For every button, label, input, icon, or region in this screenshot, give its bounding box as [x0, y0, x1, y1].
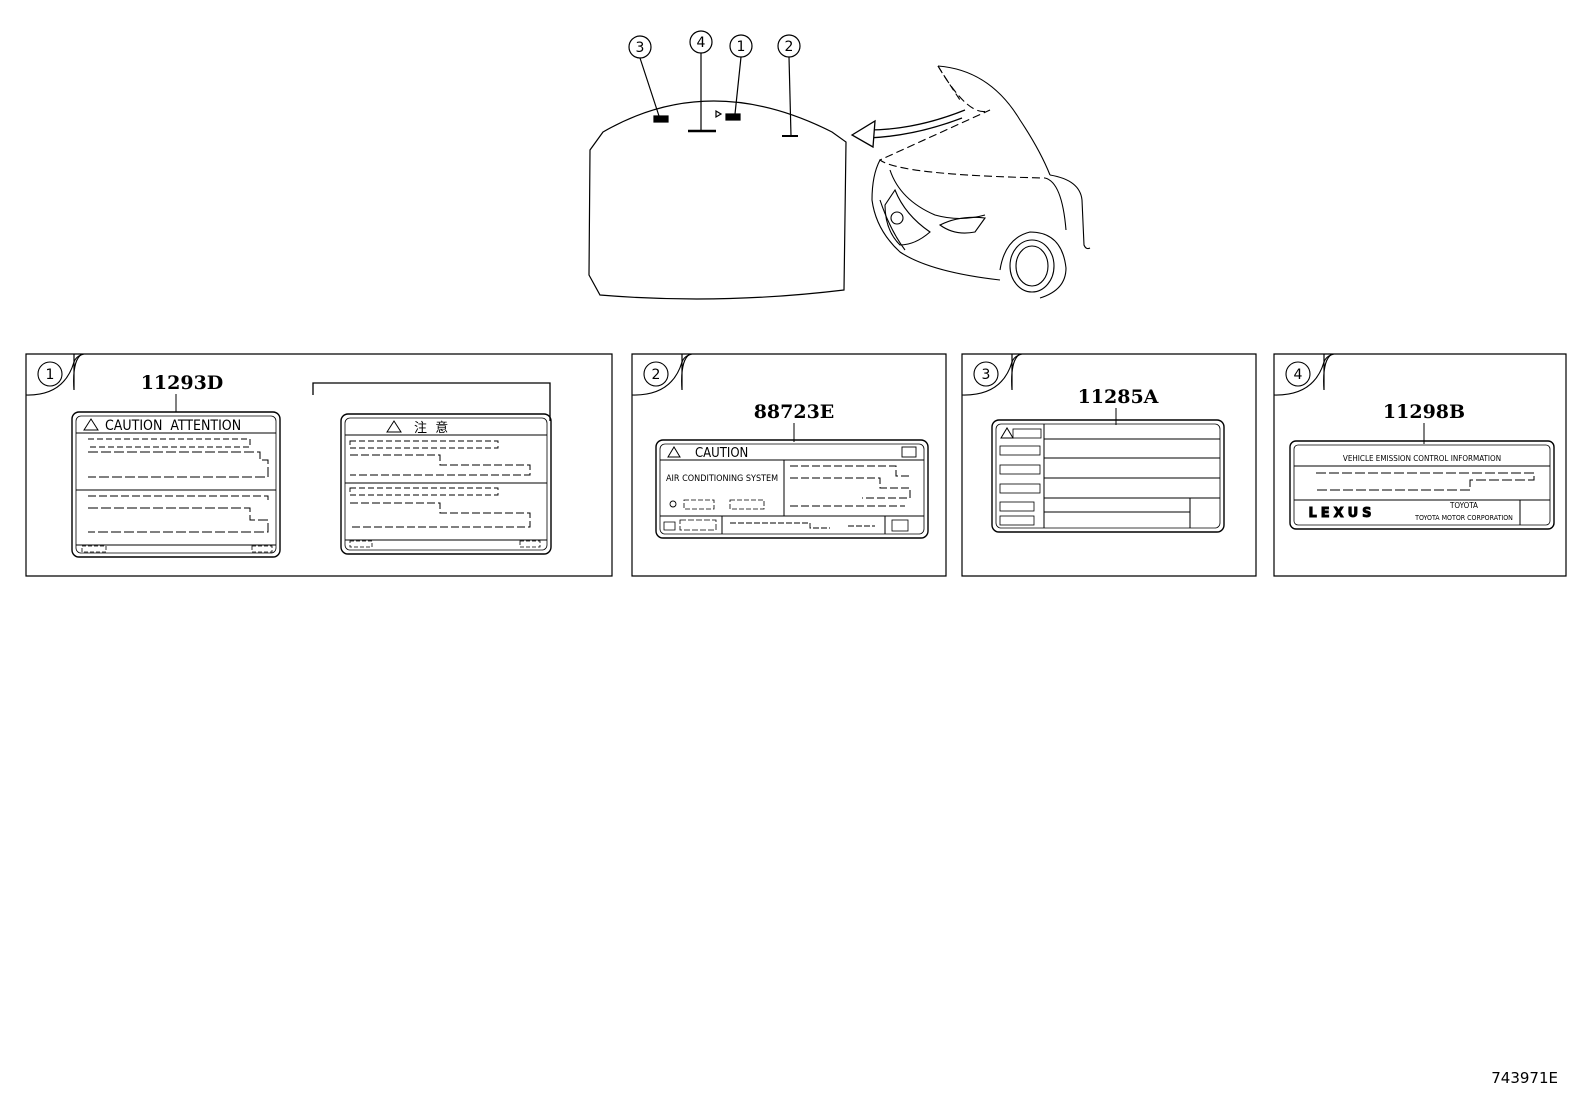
lexus-logo-text: LEXUS	[1308, 506, 1375, 521]
caution-label-jp-title: 注 意	[414, 420, 448, 436]
caution-label-en	[71, 411, 281, 558]
panel-1: 1 11293D CAUTION ATTENTION	[25, 353, 613, 577]
panel-4: 4 11298B VEHICLE EMISSION CONTROL INFORM…	[1273, 353, 1567, 577]
hood-illustration	[588, 53, 847, 300]
ac-caution-subtitle: AIR CONDITIONING SYSTEM	[666, 474, 778, 484]
svg-text:2: 2	[785, 39, 794, 55]
emission-label-title: VEHICLE EMISSION CONTROL INFORMATION	[1343, 454, 1501, 463]
callout-4: 4	[689, 30, 713, 54]
direction-arrow	[850, 109, 966, 149]
maker-line2: TOYOTA MOTOR CORPORATION	[1414, 514, 1513, 522]
tire-label	[991, 419, 1225, 533]
emission-label	[1289, 440, 1555, 530]
svg-text:4: 4	[697, 35, 706, 51]
svg-text:3: 3	[636, 40, 645, 56]
diagram-id: 743971E	[1491, 1069, 1558, 1087]
part-number: 11293D	[141, 372, 224, 394]
svg-text:1: 1	[737, 39, 746, 55]
part-number: 88723E	[754, 401, 835, 423]
callout-3: 3	[628, 35, 652, 59]
callout-2: 2	[777, 34, 801, 58]
callout-1: 1	[729, 34, 753, 58]
maker-line1: TOYOTA	[1449, 501, 1478, 510]
ac-caution-label	[655, 439, 929, 539]
hood-outline	[588, 100, 847, 300]
part-number: 11298B	[1383, 401, 1465, 423]
hood-mark-1-arrow	[715, 109, 723, 119]
car-illustration	[871, 65, 1091, 299]
part-number: 11285A	[1078, 386, 1159, 408]
ac-caution-title: CAUTION	[695, 446, 748, 461]
hood-mark-1	[725, 113, 741, 121]
svg-text:2: 2	[652, 367, 661, 383]
caution-label-title: CAUTION ATTENTION	[105, 418, 241, 434]
hood-mark-3	[653, 115, 669, 123]
svg-text:1: 1	[46, 367, 55, 383]
panel-3: 3 11285A	[961, 353, 1257, 577]
panel-2: 2 88723E CAUTION AIR CONDITIONING SYSTEM	[631, 353, 947, 577]
svg-text:3: 3	[982, 367, 991, 383]
svg-text:4: 4	[1294, 367, 1303, 383]
caution-label-jp	[340, 413, 552, 555]
